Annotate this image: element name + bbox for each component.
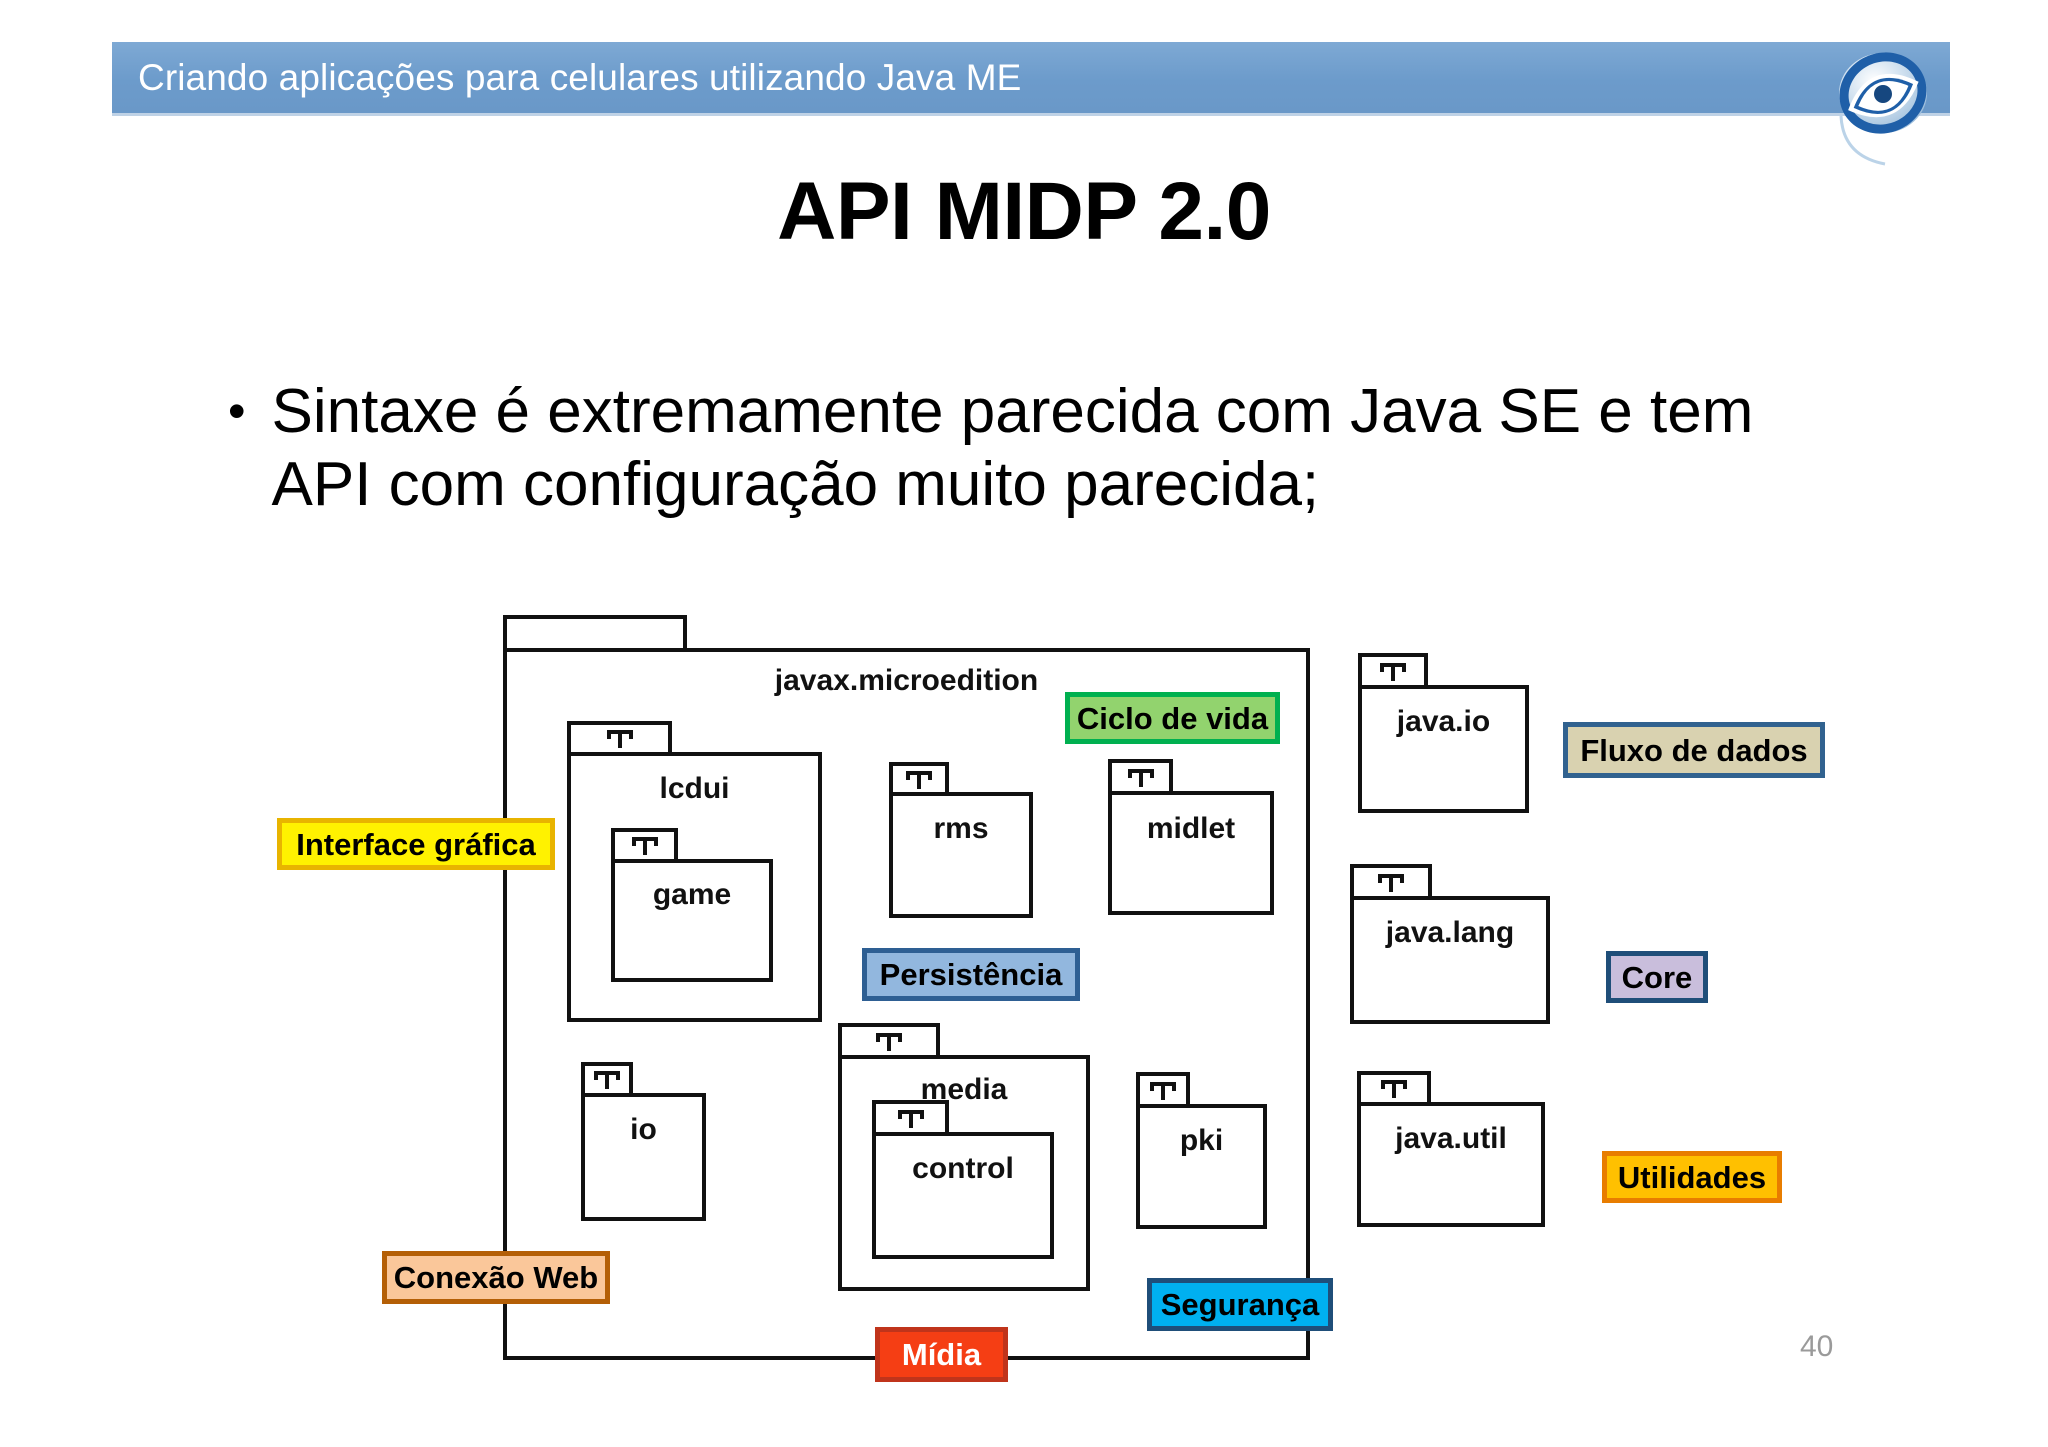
package-tab-icon: [606, 730, 633, 748]
callout-interface-grafica[interactable]: Interface gráfica: [277, 818, 555, 870]
callout-ciclo-de-vida[interactable]: Ciclo de vida: [1065, 692, 1280, 744]
package-body-media: [838, 1055, 1090, 1291]
package-tab-io: [581, 1062, 633, 1094]
package-body-game: [611, 859, 773, 982]
package-label-java-lang: java.lang: [1385, 916, 1515, 949]
callout-fluxo-de-dados[interactable]: Fluxo de dados: [1563, 722, 1825, 778]
package-body-pki: [1136, 1104, 1267, 1229]
package-tab-icon: [594, 1071, 620, 1089]
callout-persistencia[interactable]: Persistência: [862, 948, 1080, 1001]
package-tab-icon: [1380, 662, 1406, 681]
package-tab-game: [611, 828, 678, 860]
package-tab-java-util: [1357, 1071, 1431, 1103]
package-tab-media: [838, 1023, 940, 1056]
package-body-lcdui: [567, 752, 822, 1022]
package-tab-icon: [631, 837, 658, 855]
package-label-rms: rms: [933, 812, 989, 845]
package-tab-java-lang: [1350, 864, 1432, 897]
package-tab-pki: [1136, 1072, 1190, 1105]
package-body-java-util: [1357, 1102, 1545, 1227]
package-tab-icon: [897, 1109, 924, 1128]
eye-logo-icon: [1825, 42, 1950, 166]
package-tab-rms: [889, 762, 949, 793]
package-label-javax-microedition: javax.microedition: [774, 664, 1039, 697]
callout-core[interactable]: Core: [1606, 951, 1708, 1003]
page-title: API MIDP 2.0: [777, 166, 1271, 257]
package-body-io: [581, 1093, 706, 1221]
package-body-java-io: [1358, 685, 1529, 813]
callout-conexao-web[interactable]: Conexão Web: [382, 1251, 610, 1304]
package-label-java-io: java.io: [1396, 705, 1491, 738]
package-label-game: game: [652, 878, 732, 911]
package-label-midlet: midlet: [1146, 812, 1236, 845]
package-tab-java-io: [1358, 653, 1428, 686]
package-tab-icon: [1150, 1081, 1176, 1100]
package-tab-icon: [1381, 1080, 1407, 1098]
list-item: • Sintaxe é extremamente parecida com Ja…: [228, 375, 1848, 521]
package-body-midlet: [1108, 791, 1274, 915]
package-tab-control: [872, 1100, 949, 1133]
package-label-lcdui: lcdui: [659, 772, 730, 805]
page-number: 40: [1800, 1330, 1834, 1363]
bullet-list: • Sintaxe é extremamente parecida com Ja…: [228, 375, 1848, 521]
package-label-java-util: java.util: [1395, 1122, 1507, 1155]
bullet-text: Sintaxe é extremamente parecida com Java…: [271, 377, 1754, 520]
package-tab-midlet: [1108, 759, 1173, 792]
package-label-pki: pki: [1179, 1124, 1224, 1157]
callout-utilidades[interactable]: Utilidades: [1602, 1151, 1782, 1203]
callout-midia[interactable]: Mídia: [875, 1327, 1008, 1382]
package-tab-icon: [906, 770, 932, 789]
header-title: Criando aplicações para celulares utiliz…: [138, 56, 1022, 98]
package-tab-icon: [876, 1032, 902, 1051]
package-tab-javax-microedition: [503, 615, 687, 651]
bullet-marker-icon: •: [228, 383, 246, 439]
header-band: Criando aplicações para celulares utiliz…: [112, 42, 1950, 166]
package-tab-lcdui: [567, 721, 672, 753]
package-tab-icon: [1378, 873, 1404, 892]
package-body-rms: [889, 792, 1033, 918]
package-label-control: control: [912, 1152, 1014, 1185]
package-body-java-lang: [1350, 896, 1550, 1024]
package-label-media: media: [920, 1073, 1008, 1106]
package-body-control: [872, 1132, 1054, 1259]
package-body-javax-microedition: [503, 648, 1310, 1360]
callout-seguranca[interactable]: Segurança: [1147, 1278, 1333, 1331]
package-label-io: io: [630, 1113, 657, 1146]
package-tab-icon: [1127, 768, 1154, 787]
